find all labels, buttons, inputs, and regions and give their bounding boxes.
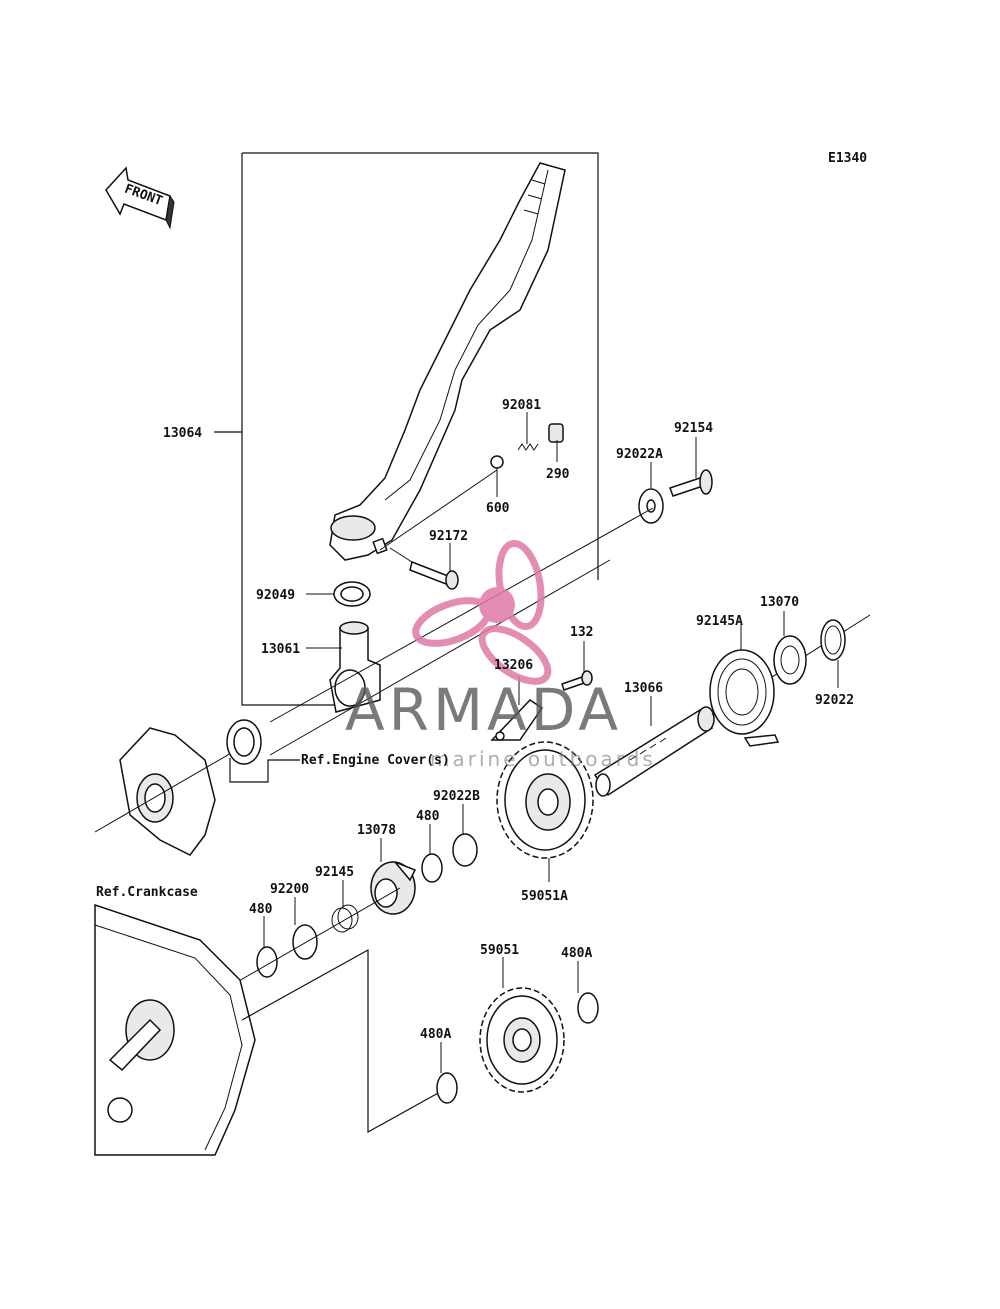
gear-59051	[479, 987, 565, 1093]
label-59051A: 59051A	[521, 889, 568, 904]
label-crankcase: Ref.Crankcase	[96, 885, 198, 900]
label-92081: 92081	[502, 398, 541, 413]
plug-290	[548, 423, 564, 443]
diagram-code: E1340	[828, 151, 867, 166]
label-92172: 92172	[429, 529, 468, 544]
circlip-480A-right	[577, 992, 599, 1024]
gear-59051A	[496, 741, 594, 859]
front-arrow-icon: FRONT	[105, 166, 175, 230]
label-290: 290	[546, 467, 570, 482]
ratchet-guide-13206	[490, 699, 544, 741]
bolt-132	[561, 670, 593, 691]
label-480-lower: 480	[249, 902, 273, 917]
spring-92145A	[709, 649, 780, 747]
part-labels: 13064 92081 290 92154 92022A 600 92172 9…	[96, 398, 854, 1042]
circlip-480A-left	[436, 1072, 458, 1104]
spring-92081	[517, 443, 539, 451]
kick-pedal-arm	[329, 162, 566, 561]
bolt-92154	[669, 469, 713, 497]
ratchet-13078	[370, 861, 417, 915]
spring-92145	[331, 904, 359, 933]
label-13078: 13078	[357, 823, 396, 838]
circlip-480-upper	[421, 853, 443, 883]
label-92049: 92049	[256, 588, 295, 603]
label-92154: 92154	[674, 421, 713, 436]
assembly-box-left	[241, 153, 355, 706]
watermark-tagline: marine outboards	[430, 747, 656, 771]
label-13064: 13064	[163, 426, 202, 441]
washer-92200	[292, 924, 318, 960]
washer-92022	[820, 619, 846, 661]
collar-13070	[773, 635, 807, 685]
kick-shaft-13066	[593, 706, 715, 797]
engine-cover-ref	[119, 727, 216, 856]
label-480A-right: 480A	[561, 946, 592, 961]
propeller-logo-icon	[412, 539, 552, 685]
bolt-92172	[409, 560, 459, 590]
seal-92049	[333, 581, 371, 607]
label-92022: 92022	[815, 693, 854, 708]
label-92145A: 92145A	[696, 614, 743, 629]
oil-seal	[226, 719, 262, 765]
label-13070: 13070	[760, 595, 799, 610]
assembly-box-top	[242, 152, 599, 580]
label-engine-cover: Ref.Engine Cover(s)	[301, 753, 450, 768]
label-92145: 92145	[315, 865, 354, 880]
armada-watermark: ARMADA marine outboards	[345, 539, 656, 771]
kick-boss-13061	[329, 621, 381, 713]
label-92022A: 92022A	[616, 447, 663, 462]
label-92200: 92200	[270, 882, 309, 897]
washer-92022B	[452, 833, 478, 867]
label-13066: 13066	[624, 681, 663, 696]
label-600: 600	[486, 501, 510, 516]
label-480A-left: 480A	[420, 1027, 451, 1042]
crankcase-ref	[94, 903, 256, 1156]
label-132: 132	[570, 625, 593, 640]
label-13061: 13061	[261, 642, 300, 657]
watermark-brand: ARMADA	[345, 676, 622, 744]
label-480-upper: 480	[416, 809, 440, 824]
circlip-480-lower	[256, 946, 278, 978]
label-92022B: 92022B	[433, 789, 480, 804]
label-59051: 59051	[480, 943, 519, 958]
washer-92022A	[638, 488, 664, 524]
ball-600	[490, 455, 504, 469]
label-13206: 13206	[494, 658, 533, 673]
